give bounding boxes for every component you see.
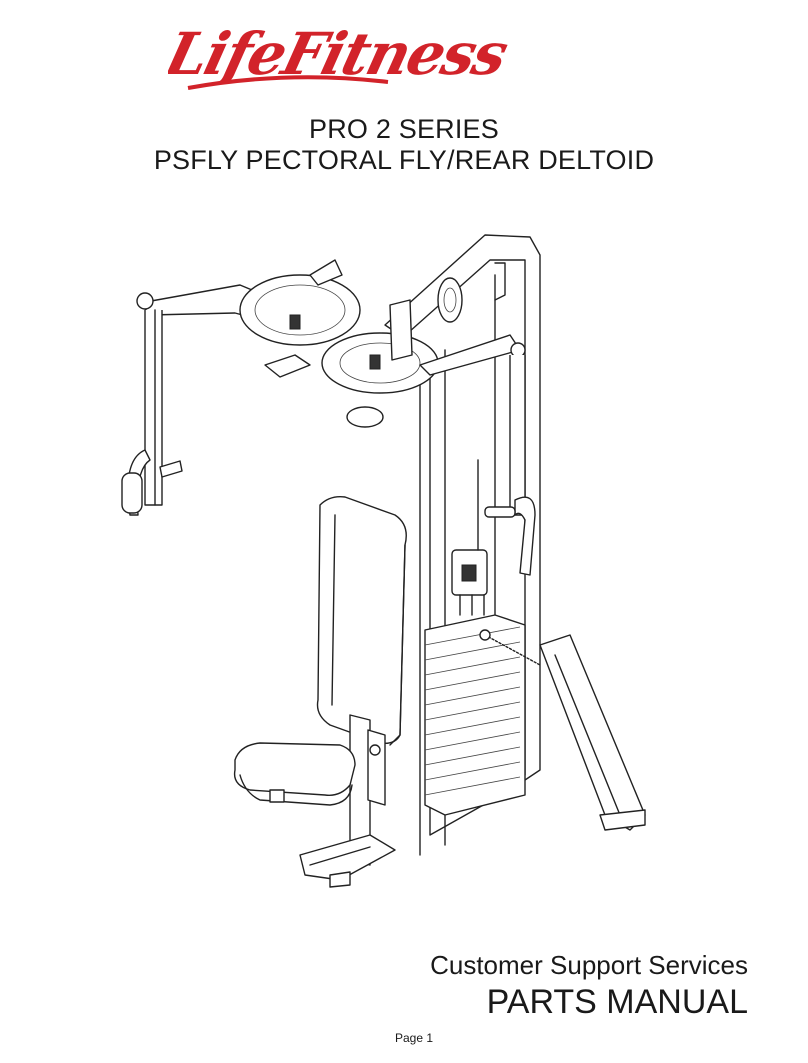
page-number: Page 1: [394, 1031, 434, 1045]
department-label: Customer Support Services: [430, 950, 748, 980]
machine-illustration: [121, 234, 646, 888]
manual-title: PARTS MANUAL: [486, 983, 748, 1021]
life-fitness-logo: LifeFitness: [168, 20, 514, 90]
product-title: PSFLY PECTORAL FLY/REAR DELTOID: [153, 145, 655, 175]
series-title: PRO 2 SERIES: [309, 114, 499, 144]
